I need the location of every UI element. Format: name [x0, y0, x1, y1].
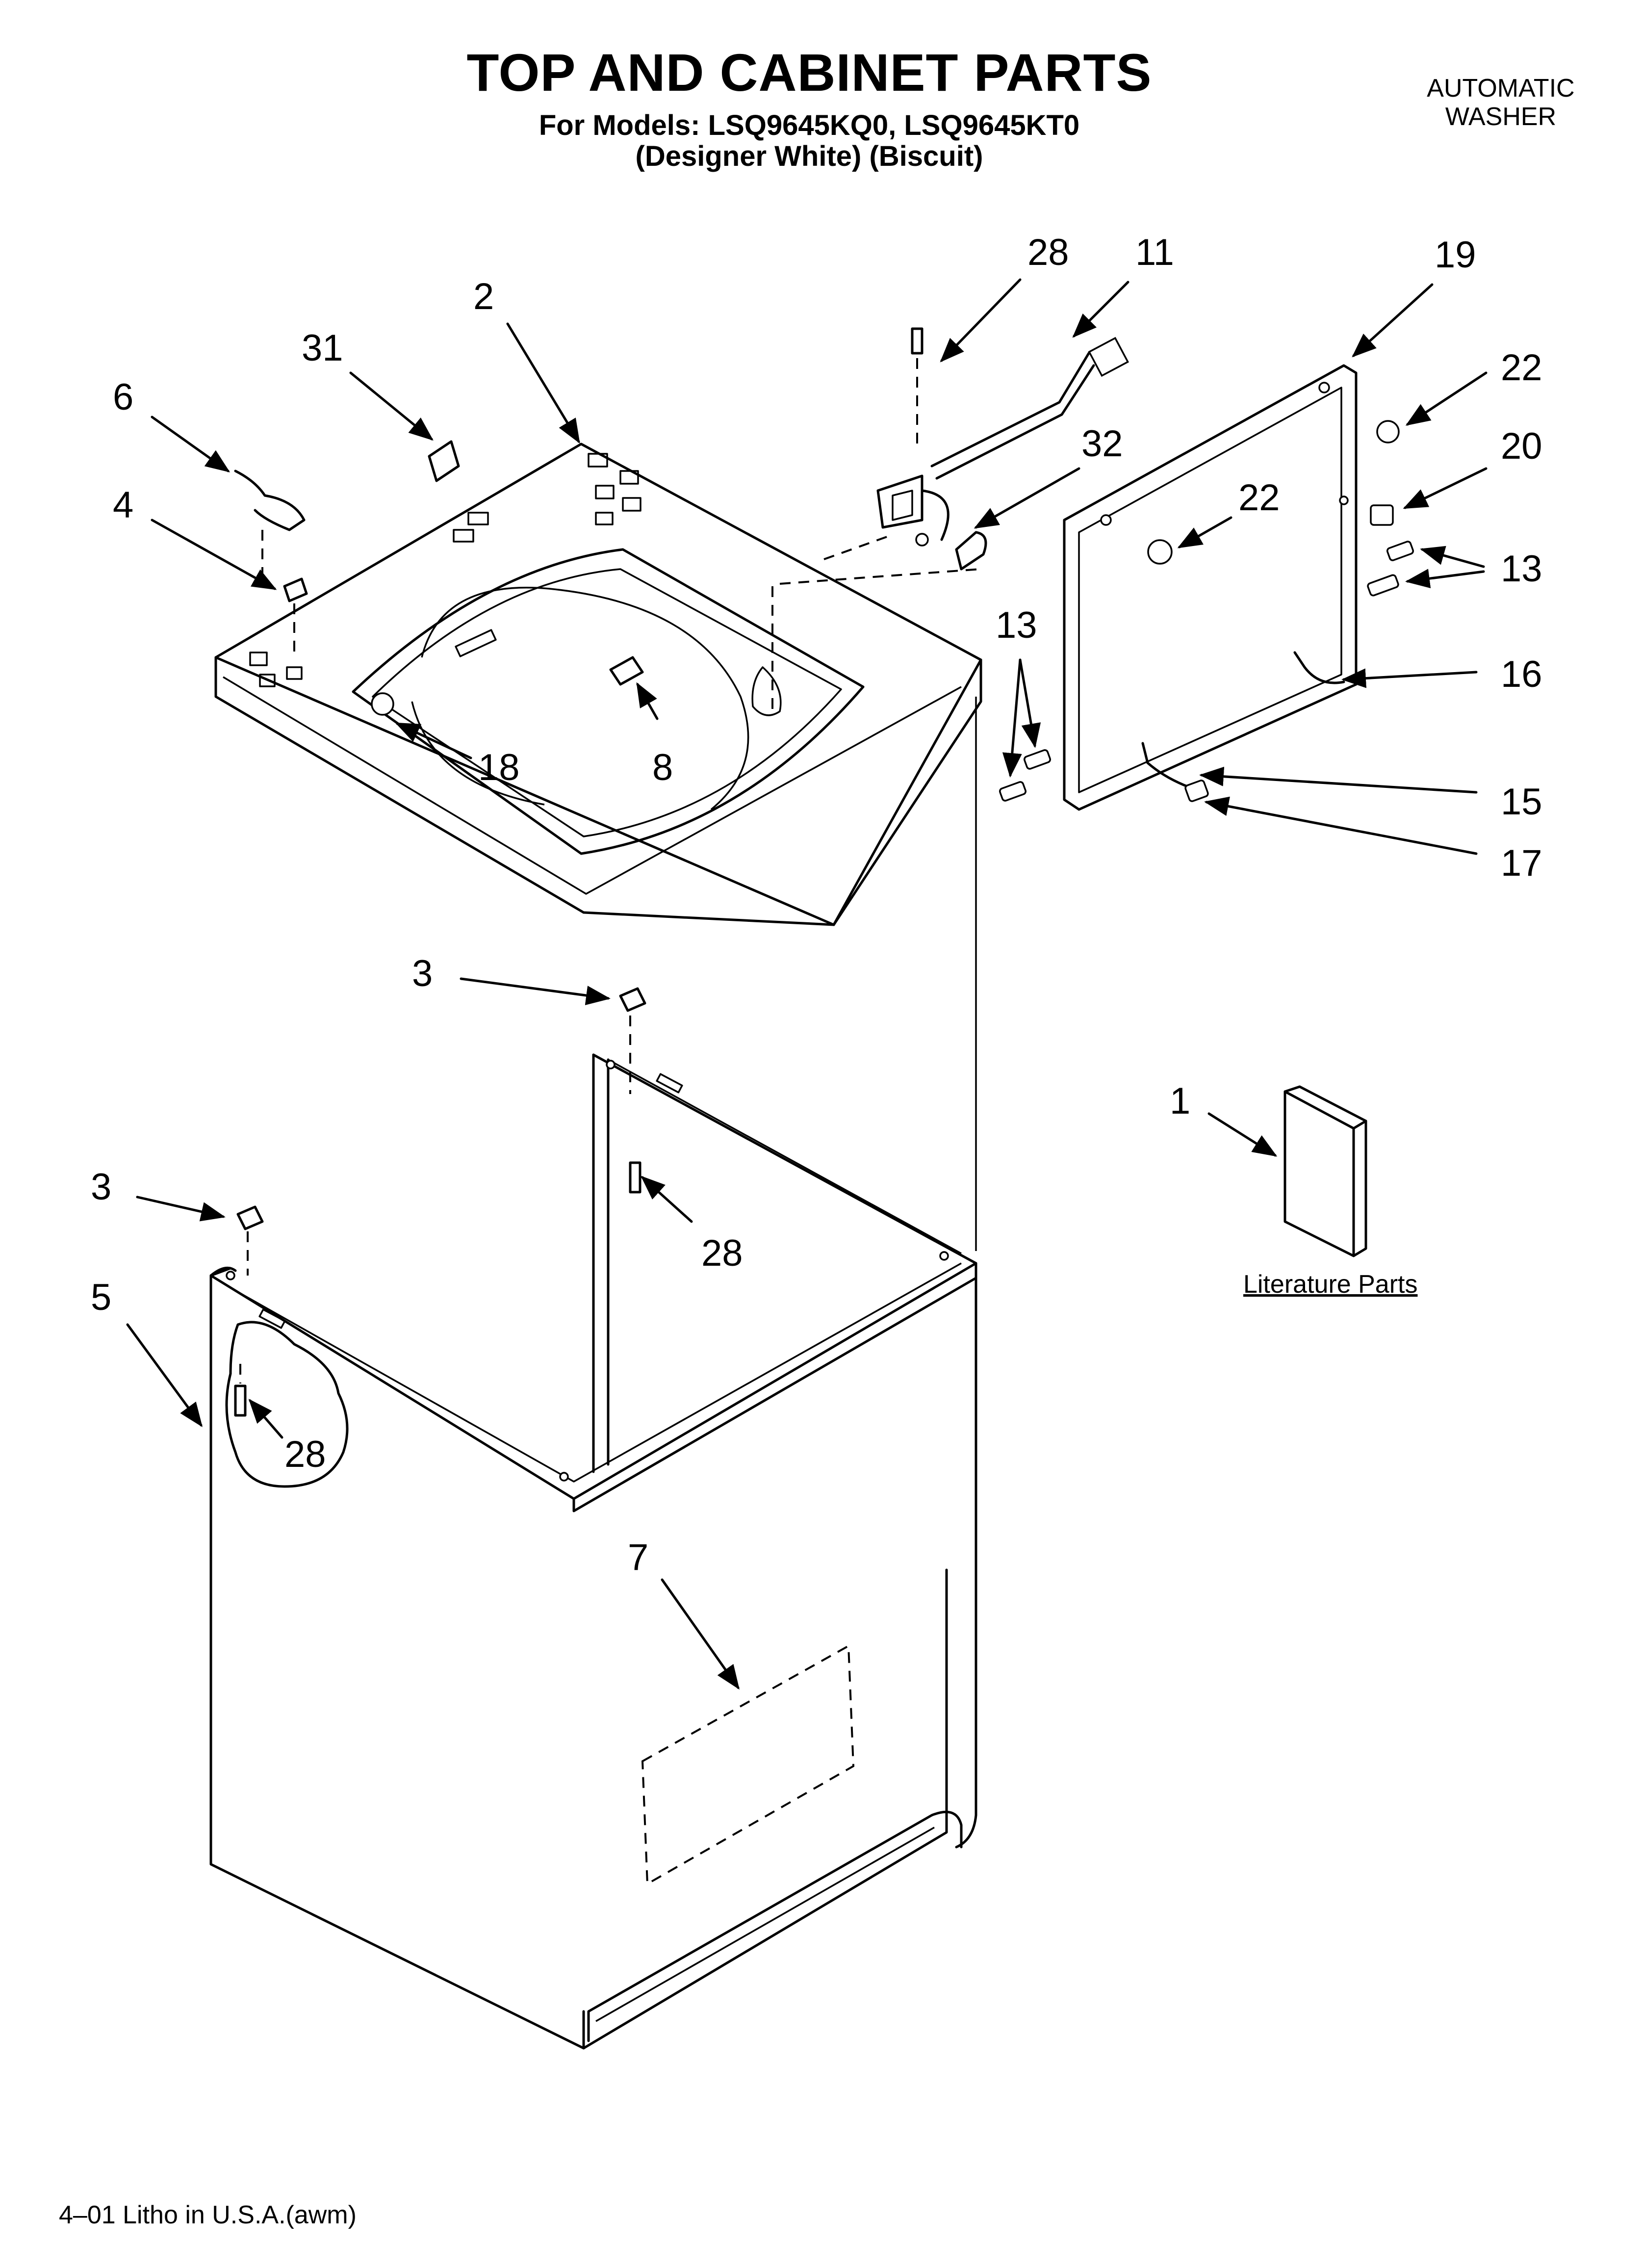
callout-16: 16: [1501, 653, 1542, 695]
literature-parts-booklet: [1283, 1085, 1367, 1257]
callout-13-left: 13: [996, 604, 1037, 646]
callout-15: 15: [1501, 781, 1542, 823]
callout-13-right: 13: [1501, 548, 1542, 590]
model-finishes: (Designer White) (Biscuit): [635, 140, 983, 172]
callout-8: 8: [652, 747, 673, 788]
callout-3-mid: 3: [412, 953, 433, 994]
callout-31: 31: [302, 327, 343, 369]
callout-1: 1: [1170, 1080, 1190, 1122]
callout-17: 17: [1501, 842, 1542, 884]
callout-arrows: [126, 278, 1488, 1690]
lid-switch-assembly: [771, 337, 1129, 711]
callout-32: 32: [1081, 423, 1123, 465]
callout-28-mid: 28: [701, 1232, 743, 1274]
callout-20: 20: [1501, 425, 1542, 467]
callout-19: 19: [1435, 234, 1476, 276]
callout-22-right: 22: [1501, 347, 1542, 389]
washer-top-panel: [214, 443, 982, 926]
callout-4: 4: [113, 484, 133, 526]
page-title: TOP AND CABINET PARTS: [466, 43, 1152, 102]
callout-7: 7: [628, 1537, 648, 1578]
callout-2: 2: [473, 276, 494, 317]
callout-28-low: 28: [284, 1434, 326, 1475]
callout-11: 11: [1135, 232, 1174, 273]
callout-6: 6: [113, 376, 133, 418]
washer-cabinet: [209, 697, 977, 2050]
callout-22-mid: 22: [1238, 477, 1280, 519]
callout-28-top: 28: [1027, 232, 1069, 273]
wiring-diagram-label-outline: [641, 1644, 855, 1886]
appliance-category-line1: AUTOMATIC: [1427, 74, 1575, 103]
callout-labels: 28 11 19 2 31 6 4 22 20 32 22 13 13 16 1…: [91, 232, 1542, 1578]
hinge-rods: [1141, 651, 1345, 802]
footer-print-info: 4–01 Litho in U.S.A.(awm): [59, 2201, 357, 2229]
callout-3-left: 3: [91, 1166, 111, 1208]
model-numbers: For Models: LSQ9645KQ0, LSQ9645KT0: [539, 109, 1080, 141]
callout-5: 5: [91, 1277, 111, 1318]
appliance-category-line2: WASHER: [1445, 103, 1557, 131]
fasteners: [234, 327, 1414, 1417]
literature-parts-label: Literature Parts: [1243, 1270, 1418, 1299]
callout-18: 18: [478, 747, 520, 788]
